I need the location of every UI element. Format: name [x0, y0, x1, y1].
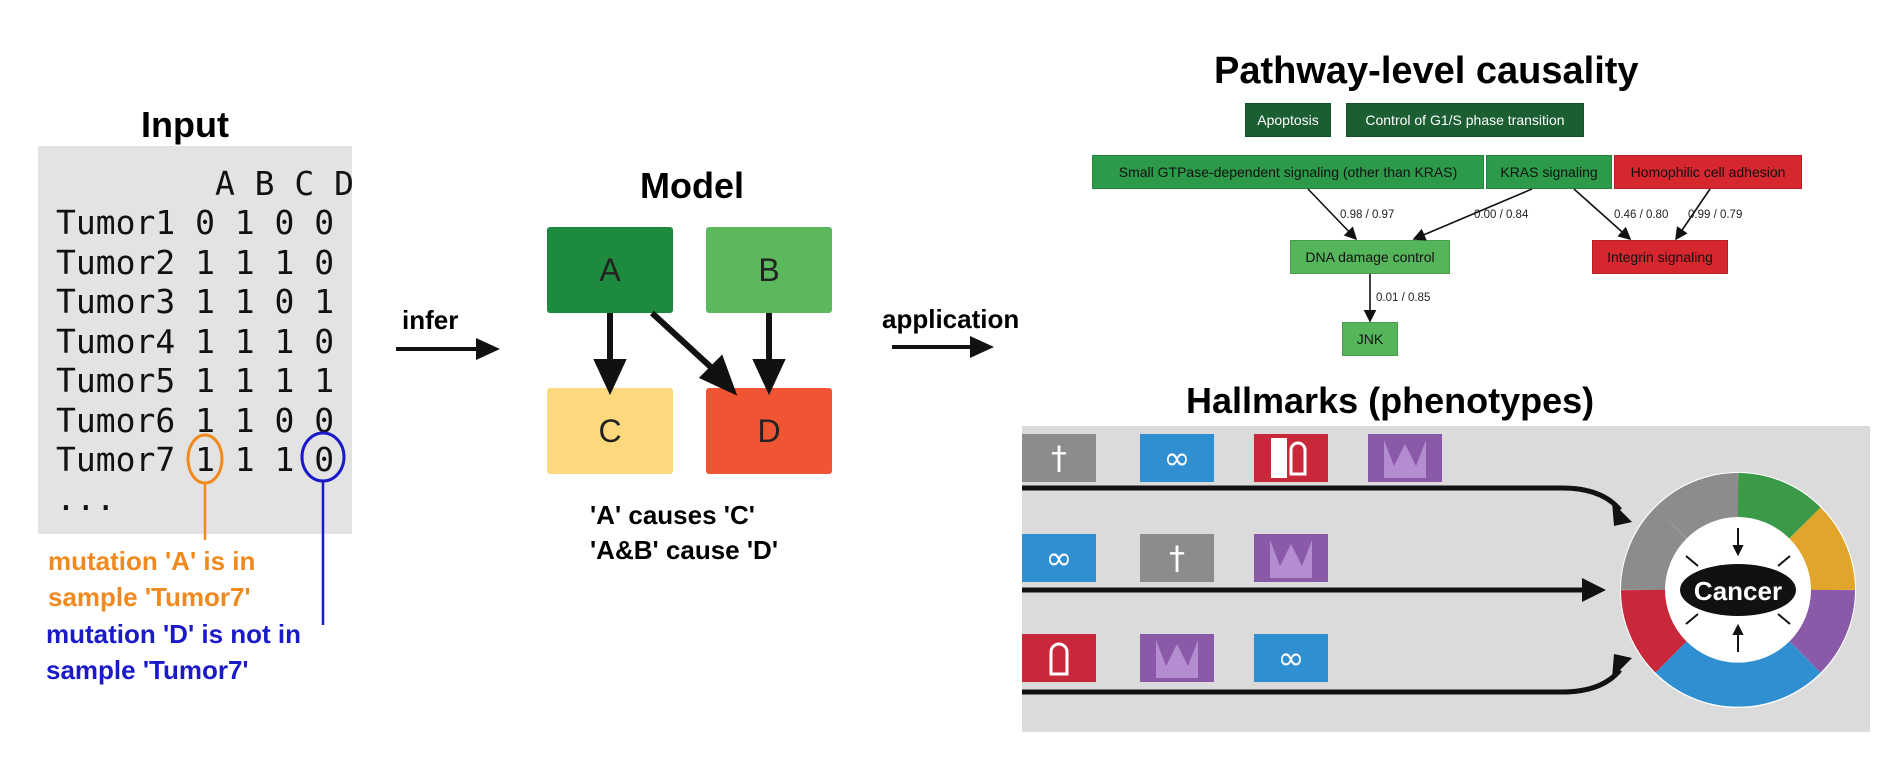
pathway-edge-label: 0.01 / 0.85 — [1376, 292, 1431, 304]
edge-a-d-head — [698, 354, 738, 396]
crown-icon — [1140, 634, 1214, 682]
node-d-label: D — [757, 412, 781, 449]
pathway-edge-gtpase-dna — [1307, 188, 1358, 241]
pathway-edge-kras-dna — [1412, 188, 1533, 241]
node-b-label: B — [758, 251, 780, 288]
cross-icon: † — [1022, 434, 1096, 482]
pathway-node-dna-damage: DNA damage control — [1290, 240, 1450, 274]
flow-line-bottom — [1022, 668, 1622, 695]
pathway-edge-label: 0.98 / 0.97 — [1340, 209, 1395, 221]
matrix-row: Tumor4 1 1 1 0 — [56, 321, 335, 361]
pathway-edge-homophilic-integrin — [1675, 188, 1711, 241]
edge-b-d-head — [752, 359, 786, 396]
matrix-row: Tumor1 0 1 0 0 — [56, 203, 335, 242]
model-node-d: D — [706, 388, 832, 474]
edge-a-c-head — [593, 359, 627, 396]
pathway-node-label: Integrin signaling — [1607, 249, 1713, 265]
infinity-glyph: ∞ — [1277, 639, 1305, 677]
cross-glyph: † — [1051, 439, 1067, 477]
pathway-node-kras: KRAS signaling — [1486, 155, 1612, 189]
flow-line-top — [1022, 485, 1622, 512]
annotation-orange-line1: mutation 'A' is in — [48, 546, 256, 576]
infinity-glyph: ∞ — [1045, 539, 1073, 577]
cross-icon: † — [1140, 534, 1214, 582]
annotation-blue-line1: mutation 'D' is not in — [46, 619, 302, 649]
edge-a-d — [649, 310, 717, 373]
pathway-node-label: Small GTPase-dependent signaling (other … — [1118, 164, 1458, 180]
pathway-node-jnk: JNK — [1342, 322, 1398, 356]
cylinder-icon — [1254, 434, 1328, 482]
node-a-label: A — [599, 251, 621, 288]
pathway-node-homophilic: Homophilic cell adhesion — [1614, 155, 1802, 189]
matrix-ellipsis: ... — [56, 479, 116, 518]
matrix-row: Tumor7 1 1 1 0 — [56, 440, 335, 479]
pathway-node-g1s: Control of G1/S phase transition — [1346, 103, 1584, 137]
cylinder-icon — [1022, 634, 1096, 682]
model-node-a: A — [547, 227, 673, 313]
pathway-node-label: DNA damage control — [1305, 249, 1435, 265]
model-title: Model — [640, 165, 744, 206]
pathway-node-label: Homophilic cell adhesion — [1630, 164, 1786, 180]
flow-arrowhead-middle — [1582, 578, 1606, 602]
infer-arrow — [396, 338, 500, 360]
infer-label: infer — [402, 305, 459, 335]
annotation-blue-line2: sample 'Tumor7' — [46, 655, 249, 685]
hallmark-wheel — [1620, 472, 1856, 708]
pathway-edge-label: 0.46 / 0.80 — [1614, 209, 1669, 221]
infinity-icon: ∞ — [1254, 634, 1328, 682]
hallmarks-diagram — [1022, 472, 1856, 708]
pathway-node-label: JNK — [1356, 331, 1384, 347]
pathway-node-label: Apoptosis — [1257, 112, 1319, 128]
pathway-node-apoptosis: Apoptosis — [1245, 103, 1331, 137]
model-node-b: B — [706, 227, 832, 313]
pathway-node-small-gtpase: Small GTPase-dependent signaling (other … — [1092, 155, 1484, 189]
application-arrow — [892, 336, 994, 358]
crown-icon — [1254, 534, 1328, 582]
annotation-orange-line2: sample 'Tumor7' — [48, 582, 251, 612]
matrix-header: A B C D — [56, 164, 355, 203]
matrix-row: Tumor6 1 1 0 0 — [56, 400, 335, 440]
crown-icon — [1368, 434, 1442, 482]
model-caption-line1: 'A' causes 'C' — [590, 500, 755, 530]
pathway-edge-label: 0.00 / 0.84 — [1474, 209, 1529, 221]
matrix-row: Tumor2 1 1 1 0 — [56, 242, 335, 282]
cross-glyph: † — [1169, 539, 1185, 577]
pathway-node-label: KRAS signaling — [1500, 164, 1598, 180]
model-caption-line2: 'A&B' cause 'D' — [590, 535, 779, 565]
matrix-row: Tumor5 1 1 1 1 — [56, 361, 335, 400]
cancer-label: Cancer — [1693, 576, 1783, 606]
pathway-title: Pathway-level causality — [1214, 50, 1639, 92]
pathway-edge-label: 0.99 / 0.79 — [1688, 209, 1743, 221]
pathway-edge-kras-integrin — [1573, 188, 1632, 241]
infinity-icon: ∞ — [1140, 434, 1214, 482]
pathway-node-integrin: Integrin signaling — [1592, 240, 1728, 274]
input-title: Input — [141, 104, 229, 145]
infinity-glyph: ∞ — [1163, 439, 1191, 477]
hallmarks-panel: † ∞ ∞ † ∞ — [1022, 426, 1870, 732]
input-matrix-panel: A B C D Tumor1 0 1 0 0 Tumor2 1 1 1 0 Tu… — [38, 146, 355, 534]
model-node-c: C — [547, 388, 673, 474]
pathway-node-label: Control of G1/S phase transition — [1365, 112, 1565, 128]
node-c-label: C — [598, 412, 622, 449]
matrix-row: Tumor3 1 1 0 1 — [56, 282, 335, 321]
application-label: application — [882, 304, 1020, 334]
flow-arrowhead-top — [1612, 502, 1632, 526]
flow-arrowhead-bottom — [1612, 654, 1632, 678]
hallmarks-title: Hallmarks (phenotypes) — [1186, 380, 1595, 421]
infinity-icon: ∞ — [1022, 534, 1096, 582]
